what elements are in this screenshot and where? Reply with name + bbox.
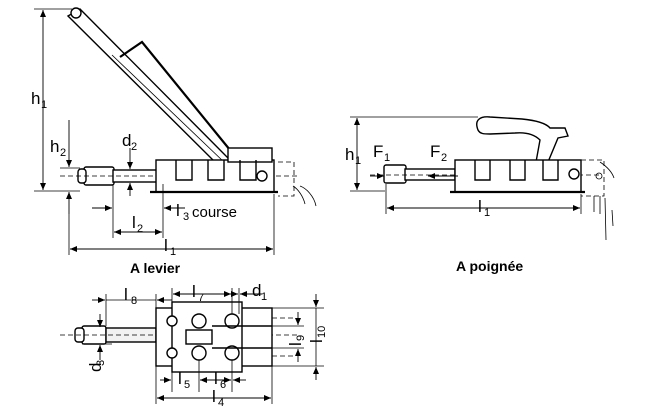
label-l8-sub: 8 bbox=[131, 295, 137, 307]
dim-l8: l 8 bbox=[92, 285, 172, 326]
label-d3-sub: 3 bbox=[95, 360, 107, 366]
label-F2-sub: 2 bbox=[441, 152, 447, 164]
dim-l4: l 4 bbox=[155, 366, 273, 409]
label-l8: l bbox=[124, 285, 128, 304]
caption-lever: A levier bbox=[130, 260, 181, 276]
dim-l9: l 9 bbox=[272, 312, 307, 362]
dim-h1: h 1 bbox=[31, 8, 80, 192]
lever-arm bbox=[66, 7, 232, 168]
label-l4: l bbox=[212, 387, 216, 406]
handle-view: h 1 F 1 F 2 l 1 A poignée bbox=[345, 116, 615, 274]
dim-r-h1: h 1 bbox=[345, 116, 478, 192]
label-d3: d bbox=[86, 363, 105, 372]
label-F1-sub: 1 bbox=[384, 152, 390, 164]
label-d2-sub: 2 bbox=[131, 141, 137, 153]
dim-d3: d 3 bbox=[82, 314, 112, 372]
label-d1-sub: 1 bbox=[261, 291, 267, 303]
dim-r-l1: l 1 bbox=[385, 184, 582, 219]
handle-grip bbox=[476, 116, 569, 163]
dim-d2: d 2 bbox=[122, 131, 137, 196]
label-l6: l bbox=[214, 369, 218, 388]
label-r-h1: h bbox=[345, 145, 354, 164]
label-h1: h bbox=[31, 89, 40, 108]
label-d2: d bbox=[122, 131, 131, 150]
plan-view: l 8 l 7 d 1 l 9 bbox=[60, 281, 328, 409]
label-l2: l bbox=[132, 213, 136, 232]
label-l9: l bbox=[286, 342, 305, 346]
label-h2-sub: 2 bbox=[60, 147, 66, 159]
label-h1-sub: 1 bbox=[41, 99, 47, 111]
label-l10: l bbox=[307, 339, 326, 343]
caption-handle: A poignée bbox=[456, 258, 523, 274]
label-h2: h bbox=[50, 137, 59, 156]
dim-d1: d 1 bbox=[218, 281, 267, 314]
dim-l6: l 6 bbox=[200, 360, 246, 392]
label-F2: F bbox=[430, 142, 440, 161]
label-l5: l bbox=[178, 369, 182, 388]
dim-l10: l 10 bbox=[272, 294, 328, 380]
label-l1: l bbox=[164, 236, 168, 255]
plan-plate bbox=[155, 301, 296, 373]
label-l3: l bbox=[176, 201, 180, 220]
label-l1-sub: 1 bbox=[170, 246, 176, 258]
label-l9-sub: 9 bbox=[295, 335, 307, 341]
label-d1: d bbox=[252, 281, 261, 300]
label-F1: F bbox=[373, 142, 383, 161]
clamp-body bbox=[150, 147, 317, 207]
label-l5-sub: 5 bbox=[184, 379, 190, 391]
label-l4-sub: 4 bbox=[218, 397, 224, 409]
force-arrows: F 1 F 2 bbox=[370, 142, 458, 179]
label-l7: l bbox=[192, 282, 196, 301]
label-l3-course: course bbox=[192, 204, 237, 221]
label-r-h1-sub: 1 bbox=[355, 155, 361, 167]
dim-l1: l 1 bbox=[68, 194, 275, 258]
dim-h2: h 2 bbox=[50, 120, 80, 214]
handle-body bbox=[450, 159, 615, 241]
dim-l3: l 3 course bbox=[92, 184, 237, 238]
label-l10-sub: 10 bbox=[316, 326, 328, 338]
label-l6-sub: 6 bbox=[220, 379, 226, 391]
dim-l2: l 2 bbox=[114, 213, 162, 235]
label-l2-sub: 2 bbox=[137, 223, 143, 235]
lever-view: h 1 h 2 d 2 l 3 course bbox=[31, 7, 317, 276]
label-l3-sub: 3 bbox=[183, 211, 189, 223]
label-l7-sub: 7 bbox=[198, 292, 204, 304]
label-r-l1-sub: 1 bbox=[484, 207, 490, 219]
label-r-l1: l bbox=[478, 197, 482, 216]
